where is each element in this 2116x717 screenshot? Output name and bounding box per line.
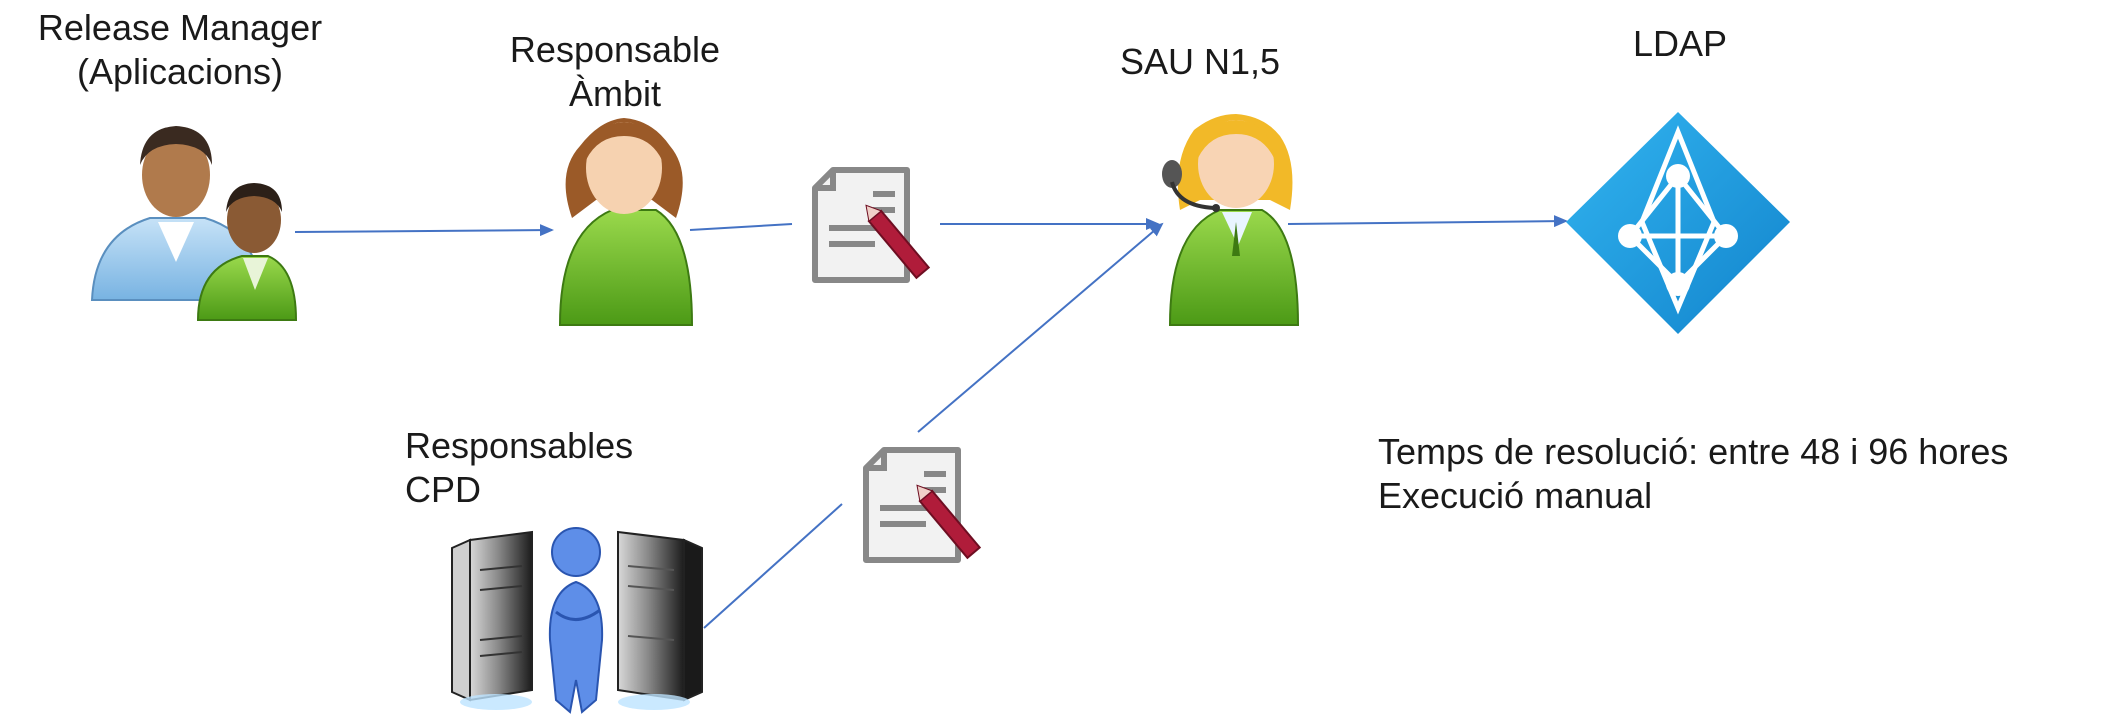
- release-manager-label-line1: Release Manager: [37, 7, 323, 48]
- ldap-directory-icon: [1566, 112, 1790, 334]
- responsable-ambit-label-line2: Àmbit: [568, 73, 662, 114]
- release-manager-label-line2: (Aplicacions): [76, 51, 284, 92]
- arrow-release-to-ambit: [294, 224, 554, 237]
- release-manager-icon: [90, 126, 298, 321]
- arrow-cpd-to-sau: [917, 222, 1164, 433]
- sau-agent-icon: [1162, 114, 1300, 326]
- responsable-ambit-label: Responsable Àmbit: [455, 28, 775, 116]
- line-cpd-to-form: [703, 503, 843, 629]
- responsables-cpd-label-line2: CPD: [405, 469, 482, 510]
- cpd-servers-icon: [451, 527, 703, 714]
- cpd-request-form-icon: [863, 447, 982, 563]
- resolution-time-note: Temps de resolució: entre 48 i 96 hores: [1378, 431, 2009, 472]
- responsable-ambit-label-line1: Responsable: [509, 29, 721, 70]
- sau-label: SAU N1,5: [1119, 41, 1281, 82]
- responsables-cpd-label-line1: Responsables: [405, 425, 634, 466]
- request-form-icon: [812, 167, 931, 283]
- responsable-ambit-icon: [558, 118, 694, 326]
- resolution-notes: Temps de resolució: entre 48 i 96 hores …: [1378, 430, 2008, 518]
- line-ambit-to-form: [689, 223, 793, 231]
- ldap-label: LDAP: [1632, 23, 1728, 64]
- manual-execution-note: Execució manual: [1378, 475, 1653, 516]
- release-manager-label: Release Manager (Aplicacions): [0, 6, 360, 94]
- responsables-cpd-label: Responsables CPD: [405, 424, 633, 512]
- arrow-sau-to-ldap: [1287, 215, 1568, 228]
